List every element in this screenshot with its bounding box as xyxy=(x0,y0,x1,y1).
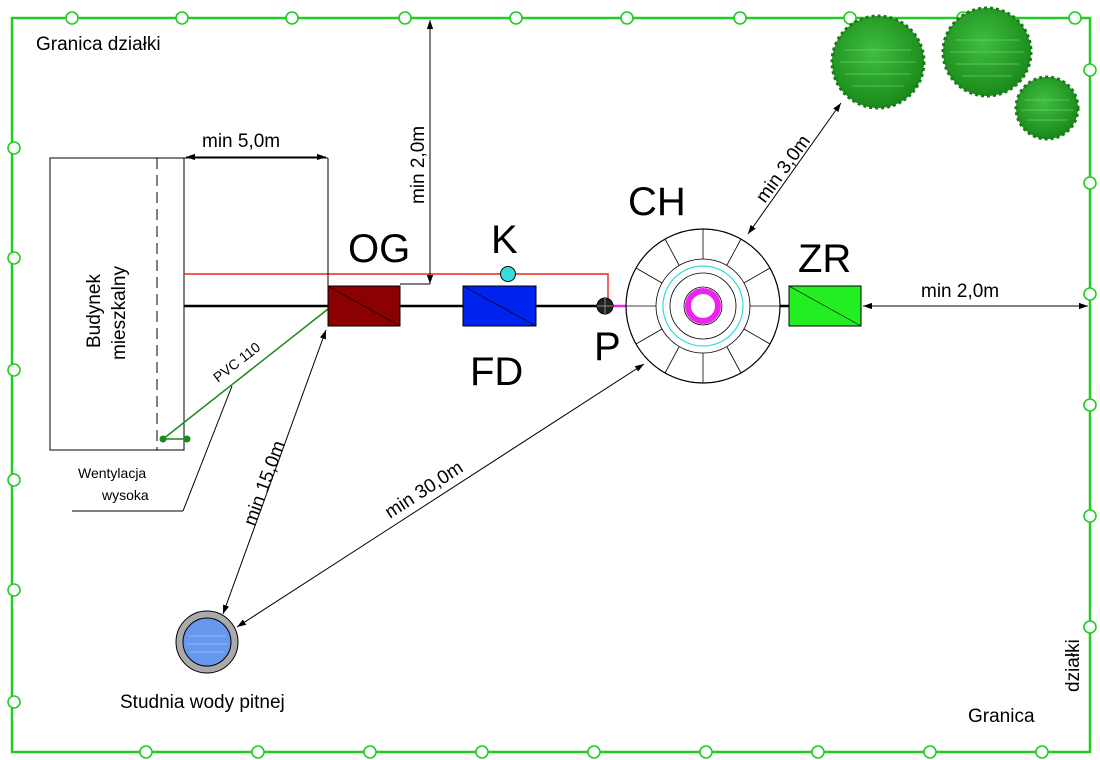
vent-label-line1: Wentylacja xyxy=(78,465,146,481)
border-markers xyxy=(7,11,1097,759)
dim-well-og-label: min 15,0m xyxy=(240,438,290,529)
k-label: K xyxy=(491,218,518,262)
high-ventilation: Wentylacja wysoka xyxy=(72,435,191,512)
border-label-top: Granica działki xyxy=(36,34,161,55)
dim-building-og-label: min 5,0m xyxy=(202,131,280,152)
border-label-bottom-left: Granica xyxy=(968,706,1035,727)
red-vent-line xyxy=(184,273,609,300)
ch-component: CH xyxy=(625,180,781,384)
dim-well-ch-label: min 30,0m xyxy=(381,457,467,523)
vent-point-right xyxy=(183,435,191,443)
zr-component: ZR xyxy=(788,237,862,327)
vent-label-line2: wysoka xyxy=(101,487,149,503)
fd-component: FD xyxy=(462,285,537,394)
pvc-110-pipe: PVC 110 xyxy=(162,308,329,512)
tree-2 xyxy=(941,6,1033,98)
fd-label: FD xyxy=(470,350,523,394)
og-component: OG xyxy=(327,227,410,327)
border-label-bottom-right: działki xyxy=(1063,639,1084,692)
k-component: K xyxy=(491,218,518,282)
dim-well-ch-line xyxy=(236,363,645,628)
dim-trees-line xyxy=(747,102,842,235)
well-label: Studnia wody pitnej xyxy=(120,692,285,713)
pipe-label: PVC 110 xyxy=(210,339,263,386)
trees xyxy=(830,6,1080,141)
drinking-water-well: Studnia wody pitnej xyxy=(120,610,285,713)
tree-3 xyxy=(1014,75,1080,141)
dim-border-right-label: min 2,0m xyxy=(921,281,999,302)
building-label-line1: Budynek xyxy=(84,274,105,348)
residential-building: Budynek mieszkalny xyxy=(49,157,185,451)
ch-magenta-core xyxy=(685,288,721,324)
dim-trees-label: min 3,0m xyxy=(752,131,815,207)
building-label-line2: mieszkalny xyxy=(109,266,130,360)
p-label: P xyxy=(594,325,621,369)
zr-label: ZR xyxy=(798,237,851,281)
ch-cyan-ring xyxy=(662,265,744,347)
dimension-lines xyxy=(184,20,1088,628)
tree-1 xyxy=(830,14,926,110)
ch-label: CH xyxy=(628,180,686,224)
og-label: OG xyxy=(348,227,410,271)
ch-ribs xyxy=(626,229,780,383)
p-component: P xyxy=(594,297,621,369)
property-border: Granica działki Granica działki xyxy=(7,11,1097,759)
dim-border-top-label: min 2,0m xyxy=(408,126,429,204)
